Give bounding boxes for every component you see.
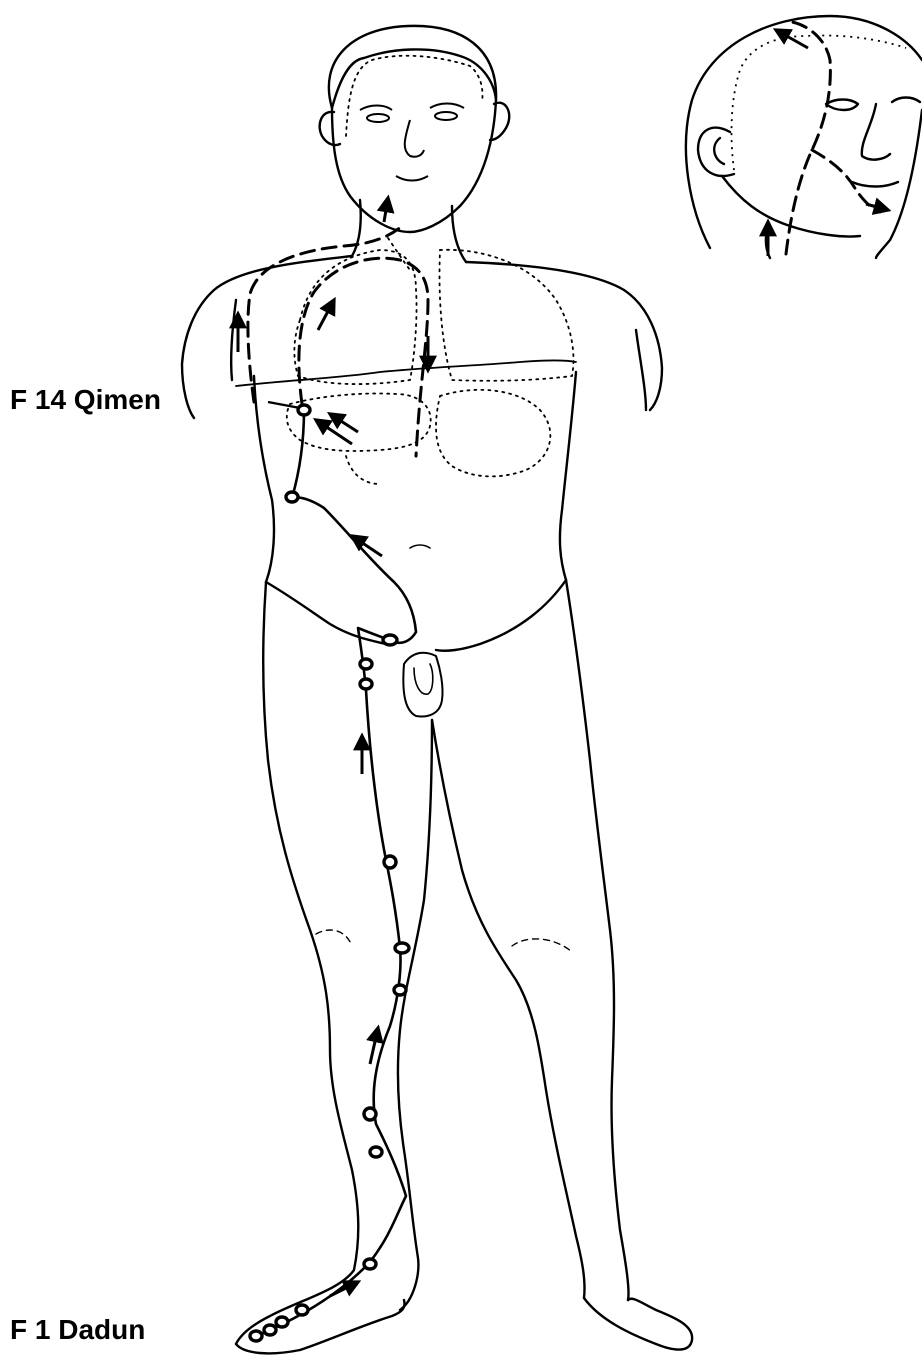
inset-skull xyxy=(686,16,922,248)
inset-nose xyxy=(862,104,890,160)
navel xyxy=(410,545,430,548)
face-features xyxy=(360,104,464,181)
acupoint xyxy=(360,659,372,669)
acupoint xyxy=(384,856,396,868)
head-outline xyxy=(329,26,496,232)
inset-mouth xyxy=(852,182,898,187)
acupoint xyxy=(394,985,406,995)
left-lung xyxy=(294,250,416,384)
acupoint-dadun xyxy=(250,1331,262,1341)
inset-arrows xyxy=(768,30,888,256)
head-inset xyxy=(686,16,922,258)
label-f1-dadun: F 1 Dadun xyxy=(10,1316,145,1344)
genital-outline xyxy=(403,653,442,717)
acupoint xyxy=(276,1317,288,1327)
left-leg-outer xyxy=(236,582,358,1344)
arrow-lung xyxy=(318,300,334,330)
liver xyxy=(287,393,431,451)
arrow-foot xyxy=(330,1282,358,1296)
neck-right xyxy=(452,206,466,262)
label-f14-qimen: F 14 Qimen xyxy=(10,386,161,414)
acupoint xyxy=(370,1147,382,1157)
acupoint xyxy=(360,679,372,689)
organs-dotted xyxy=(287,56,574,484)
inset-face-edge xyxy=(876,110,922,258)
inset-ear xyxy=(698,128,734,176)
left-leg-inner xyxy=(398,720,432,1310)
stomach xyxy=(436,390,550,477)
acupoint xyxy=(264,1325,276,1335)
right-leg-outer xyxy=(566,580,629,1300)
arrow-up-throat xyxy=(384,198,388,222)
torso-right xyxy=(560,372,576,580)
acupoint xyxy=(296,1305,308,1315)
hairline xyxy=(332,49,496,108)
inset-ear-inner xyxy=(714,138,724,164)
arrow-shin xyxy=(370,1028,378,1064)
inset-eye-right xyxy=(892,98,920,103)
right-knee xyxy=(512,939,572,952)
body-outline xyxy=(182,26,692,1353)
acupoint xyxy=(364,1259,376,1269)
liver-meridian-main xyxy=(252,410,416,1338)
acupoint-qimen xyxy=(298,405,310,415)
acupoint xyxy=(286,492,298,502)
inset-eye xyxy=(826,100,858,111)
acupoint xyxy=(395,943,409,953)
head-dotted-path xyxy=(346,56,483,136)
hip-line-right xyxy=(436,580,566,651)
right-shoulder xyxy=(466,262,662,410)
left-foot xyxy=(236,1300,405,1353)
left-knee xyxy=(316,930,352,946)
hip-line xyxy=(266,582,386,644)
inset-dotted xyxy=(732,36,906,171)
chest-line xyxy=(236,361,576,387)
arrow-qimen xyxy=(330,414,358,432)
torso-left xyxy=(254,376,274,582)
right-foot xyxy=(584,1298,692,1350)
intestine xyxy=(346,456,380,484)
genital-detail xyxy=(414,664,433,694)
neck-left xyxy=(352,200,361,256)
right-arm-inner xyxy=(636,330,646,410)
left-ear xyxy=(320,112,340,145)
left-arm-inner xyxy=(231,300,236,380)
right-leg-inner xyxy=(432,720,585,1298)
acupoint xyxy=(364,1108,376,1120)
branch-lung-loop xyxy=(299,258,428,456)
acupoint xyxy=(383,635,397,645)
label-leaders xyxy=(268,402,300,408)
